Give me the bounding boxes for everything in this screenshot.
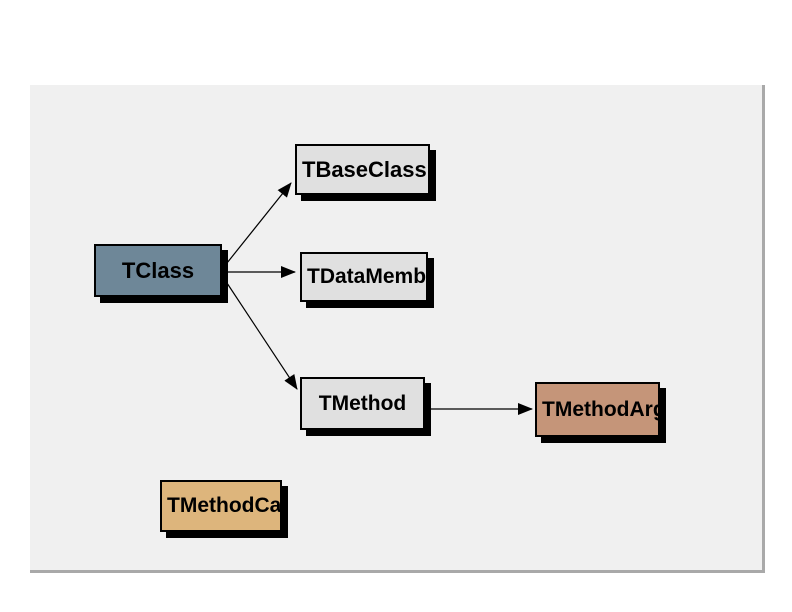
node-tmethodarg-label: TMethodArg — [542, 397, 660, 421]
node-tdatamember-label: TDataMember — [307, 265, 427, 288]
node-tmethod[interactable]: TMethod — [300, 377, 425, 430]
node-tclass-label: TClass — [121, 257, 195, 283]
node-tbaseclass-label: TBaseClass — [302, 156, 427, 182]
node-tbaseclass[interactable]: TBaseClass — [295, 144, 430, 195]
node-tclass[interactable]: TClass — [94, 244, 222, 297]
node-tmethodcall-label: TMethodCall — [167, 494, 282, 517]
node-tdatamember[interactable]: TDataMember — [300, 252, 428, 302]
node-tmethodcall[interactable]: TMethodCall — [160, 480, 282, 532]
node-tmethodarg[interactable]: TMethodArg — [535, 382, 660, 437]
node-tmethod-label: TMethod — [318, 391, 407, 415]
